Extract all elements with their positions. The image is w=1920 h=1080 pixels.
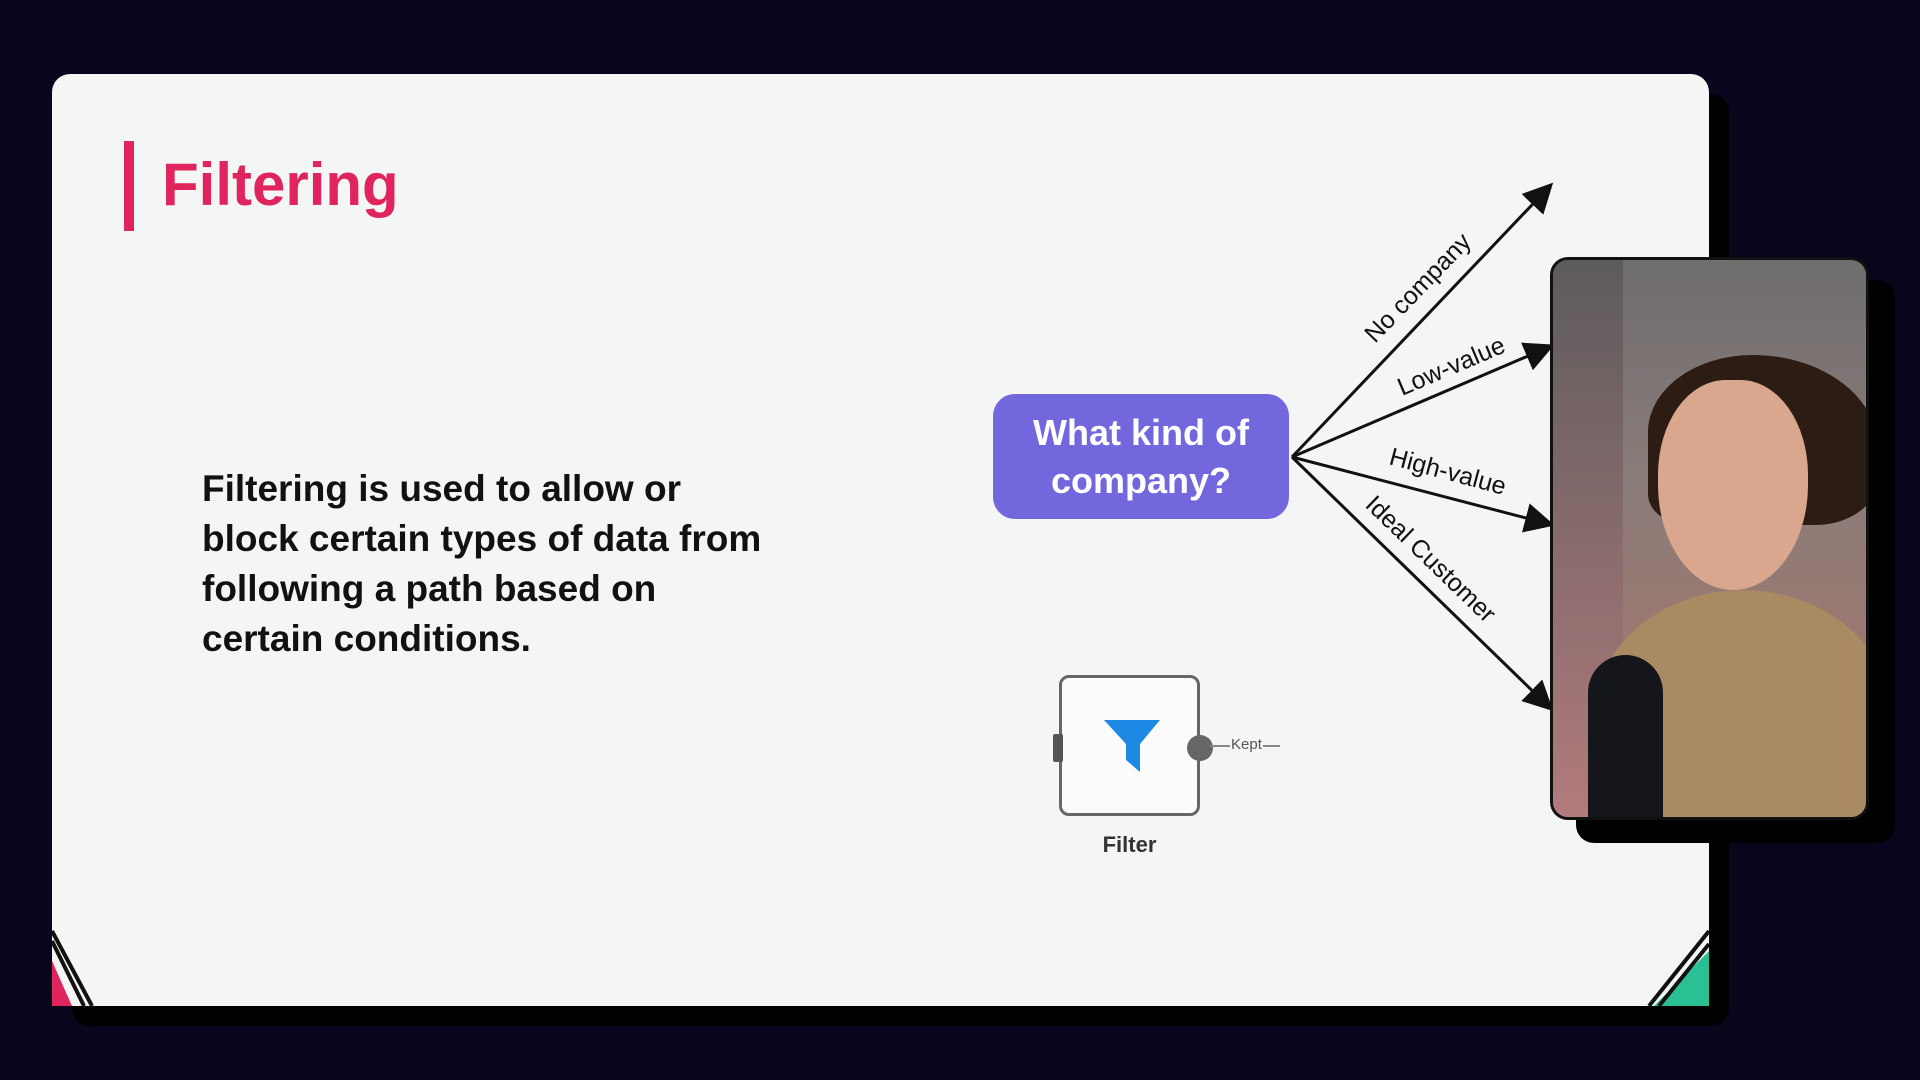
slide-title: Filtering — [162, 151, 399, 218]
filter-node[interactable] — [1053, 675, 1213, 816]
branch-arrows: No company Low-value High-value Ideal Cu… — [1290, 182, 1555, 712]
microphone-icon — [1588, 655, 1663, 817]
title-accent-bar — [124, 141, 134, 231]
branch-label-ideal-customer: Ideal Customer — [1360, 490, 1501, 628]
kept-output-label: Kept — [1230, 736, 1263, 753]
corner-decoration-right — [1647, 929, 1709, 1006]
presenter-webcam — [1550, 257, 1869, 820]
output-port[interactable] — [1187, 735, 1213, 761]
corner-decoration-left — [52, 930, 94, 1006]
decision-node: What kind of company? — [993, 394, 1289, 519]
branch-label-low-value: Low-value — [1393, 331, 1509, 401]
presenter-face — [1658, 380, 1808, 590]
branch-arrow-no-company — [1290, 182, 1554, 459]
branch-arrow-high-value — [1291, 455, 1555, 533]
branch-label-no-company: No company — [1359, 227, 1477, 348]
input-port[interactable] — [1053, 734, 1063, 762]
slide-body-text: Filtering is used to allow or block cert… — [202, 468, 762, 659]
funnel-icon — [1104, 720, 1160, 772]
filter-node-label: Filter — [1102, 832, 1157, 857]
branch-label-high-value: High-value — [1386, 443, 1509, 501]
presentation-slide: Filtering Filtering is used to allow or … — [52, 74, 1709, 1006]
branch-arrow-low-value — [1291, 342, 1555, 459]
branch-arrow-ideal-customer — [1290, 455, 1554, 712]
